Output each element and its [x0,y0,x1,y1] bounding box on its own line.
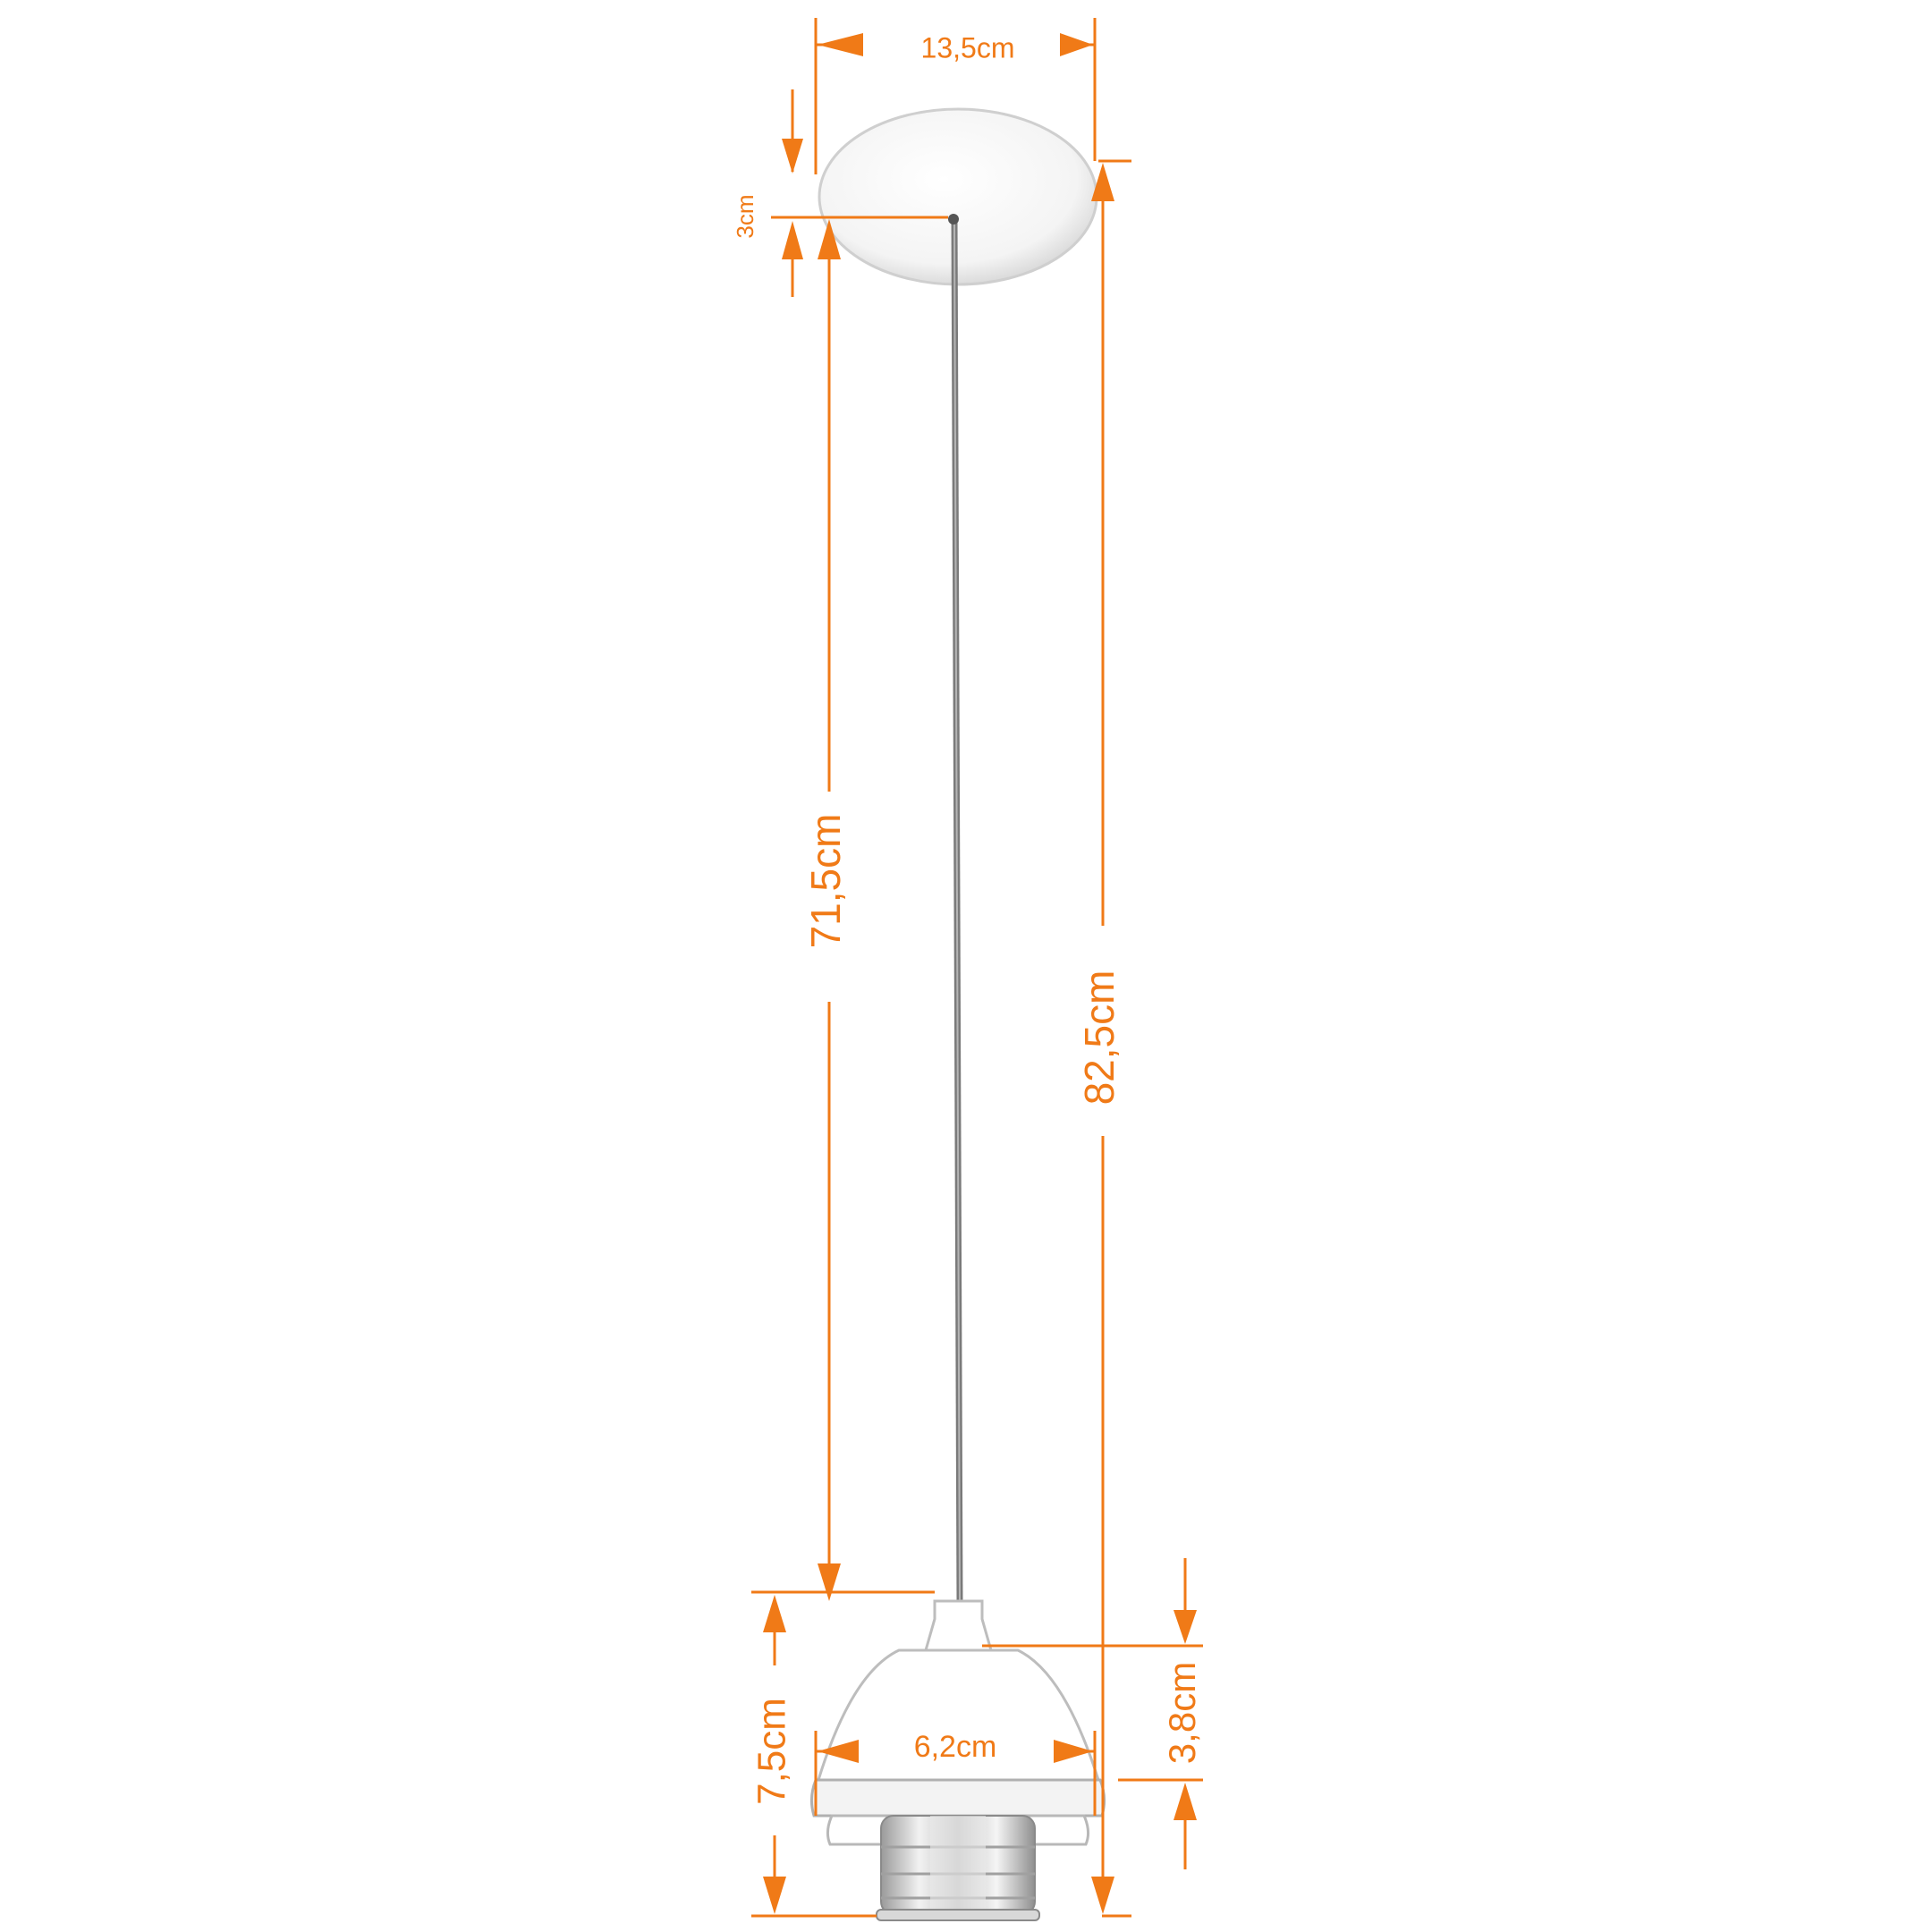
dimension-canopy-height: 3cm [732,89,948,297]
label-canopy-width: 13,5cm [921,31,1015,64]
dimension-total-length: 82,5cm [1076,159,1131,1918]
label-total-length: 82,5cm [1076,970,1123,1106]
label-socket-height: 7,5cm [750,1698,794,1805]
label-canopy-height: 3cm [732,194,758,238]
label-socket-width: 6,2cm [914,1730,997,1764]
label-cord-length: 71,5cm [802,814,849,949]
ceiling-canopy [818,107,1098,286]
lamp-socket [809,1599,1106,1921]
dimension-socket-height: 7,5cm [750,1590,935,1918]
dimension-canopy-width: 13,5cm [814,18,1097,174]
label-socket-lower-height: 3,8cm [1161,1662,1203,1764]
dimension-socket-width: 6,2cm [814,1730,1097,1816]
dimension-cord-length: 71,5cm [802,219,849,1601]
dimension-socket-lower-height: 3,8cm [982,1558,1203,1869]
